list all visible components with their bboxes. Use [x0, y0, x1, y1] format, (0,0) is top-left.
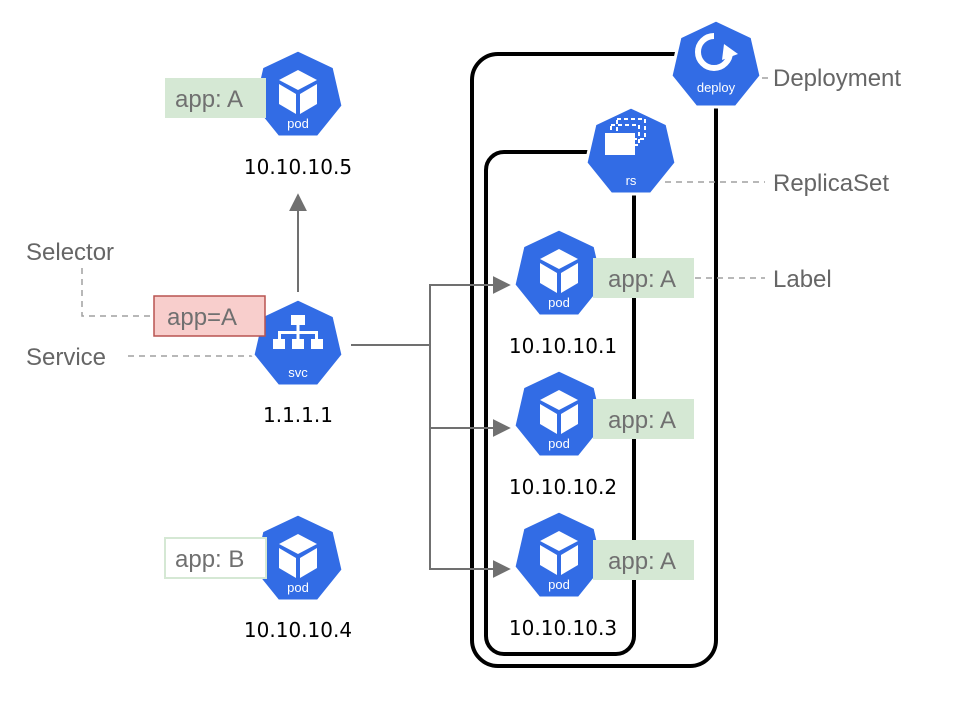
pod-caption: pod	[548, 436, 570, 451]
label-tag-text: app: A	[608, 266, 676, 293]
label-annotation: Label	[773, 266, 832, 293]
label-tag-text: app: B	[175, 546, 244, 573]
label-tag: app: A	[165, 78, 266, 118]
deployment-icon[interactable]: deploy	[669, 18, 763, 109]
deploy-caption: deploy	[697, 80, 736, 95]
pod-ip: 10.10.10.2	[509, 475, 617, 499]
selector-tag: app=A	[153, 295, 266, 337]
selector-leader	[81, 268, 152, 317]
service-ip: 1.1.1.1	[263, 403, 333, 427]
pod-ip: 10.10.10.3	[509, 616, 617, 640]
pod-icon[interactable]: pod	[251, 48, 345, 139]
pod-ip: 10.10.10.1	[509, 334, 617, 358]
deployment-boundary	[470, 52, 718, 668]
pod-icon[interactable]: pod	[251, 512, 345, 603]
selector-annotation: Selector	[26, 239, 114, 266]
annotation-leaders	[81, 77, 770, 357]
selector-tag-text: app=A	[167, 304, 237, 331]
service-icon[interactable]: svc	[251, 297, 345, 388]
svc-caption: svc	[288, 365, 308, 380]
pod-caption: pod	[548, 577, 570, 592]
pod-caption: pod	[287, 116, 309, 131]
pod-ip: 10.10.10.4	[244, 618, 352, 642]
label-tag-text: app: A	[175, 86, 243, 113]
pod-ip: 10.10.10.5	[244, 155, 352, 179]
replicaset-annotation: ReplicaSet	[773, 170, 889, 197]
label-tag: app: A	[593, 399, 694, 439]
svc-to-pod1-arrow	[351, 276, 511, 346]
label-tag-text: app: A	[608, 407, 676, 434]
label-tag: app: B	[164, 537, 267, 579]
svc-to-pod3-arrow	[429, 428, 511, 578]
label-tag: app: A	[593, 540, 694, 580]
pod-icon[interactable]: pod	[512, 227, 606, 318]
svc-to-pod2-arrow	[429, 345, 511, 437]
rs-caption: rs	[626, 173, 637, 188]
label-tag: app: A	[593, 258, 694, 298]
deployment-annotation: Deployment	[773, 65, 901, 92]
pod-icon[interactable]: pod	[512, 368, 606, 459]
pod-caption: pod	[548, 295, 570, 310]
pod-caption: pod	[287, 580, 309, 595]
service-annotation: Service	[26, 344, 106, 371]
replicaset-icon[interactable]: rs	[584, 105, 678, 196]
pod-icon[interactable]: pod	[512, 509, 606, 600]
label-tag-text: app: A	[608, 548, 676, 575]
service-connectors	[289, 193, 511, 578]
